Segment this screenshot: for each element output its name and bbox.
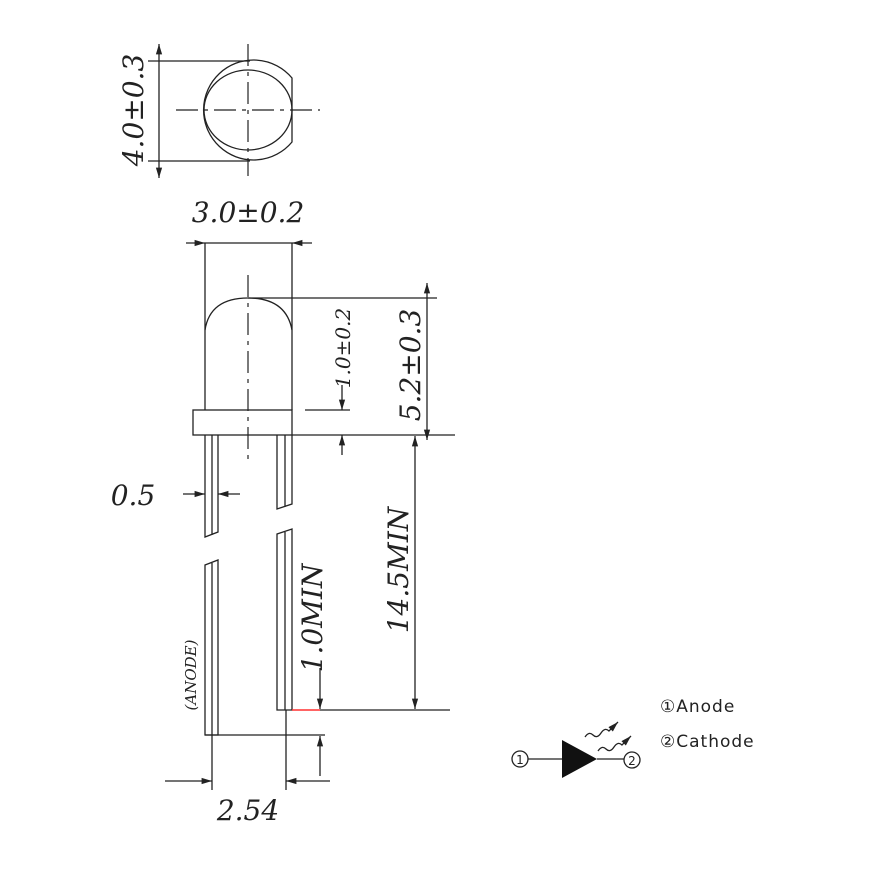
anode-lead [204,435,219,736]
light-ray-icon [597,735,632,752]
svg-text:2: 2 [628,754,636,768]
lead-length-label: 14.5MIN [382,505,415,633]
top-view: 4.0±0.3 [117,44,320,179]
light-ray-icon [584,721,619,738]
svg-text:1: 1 [516,753,524,767]
diameter-label: 4.0±0.3 [117,54,150,168]
legend-anode: ①Anode [660,697,735,717]
dome-height-label: 1.0±0.2 [331,308,355,388]
led-symbol: 1 2 [511,721,641,778]
legend-cathode: ②Cathode [660,732,755,752]
lead-offset-label: 1.0MIN [296,562,329,672]
flange [192,409,293,436]
anode-label: (ANODE) [182,639,200,710]
pitch-label: 2.54 [216,794,279,827]
cathode-lead [276,435,293,711]
body-height-label: 5.2±0.3 [394,309,427,422]
side-view: 3.0±0.2 1.0±0.2 5.2±0.3 14.5MIN 0.5 (ANO… [111,196,455,827]
diode-triangle-icon [562,740,597,778]
width-label: 3.0±0.2 [192,196,305,229]
lead-width-label: 0.5 [111,479,156,512]
